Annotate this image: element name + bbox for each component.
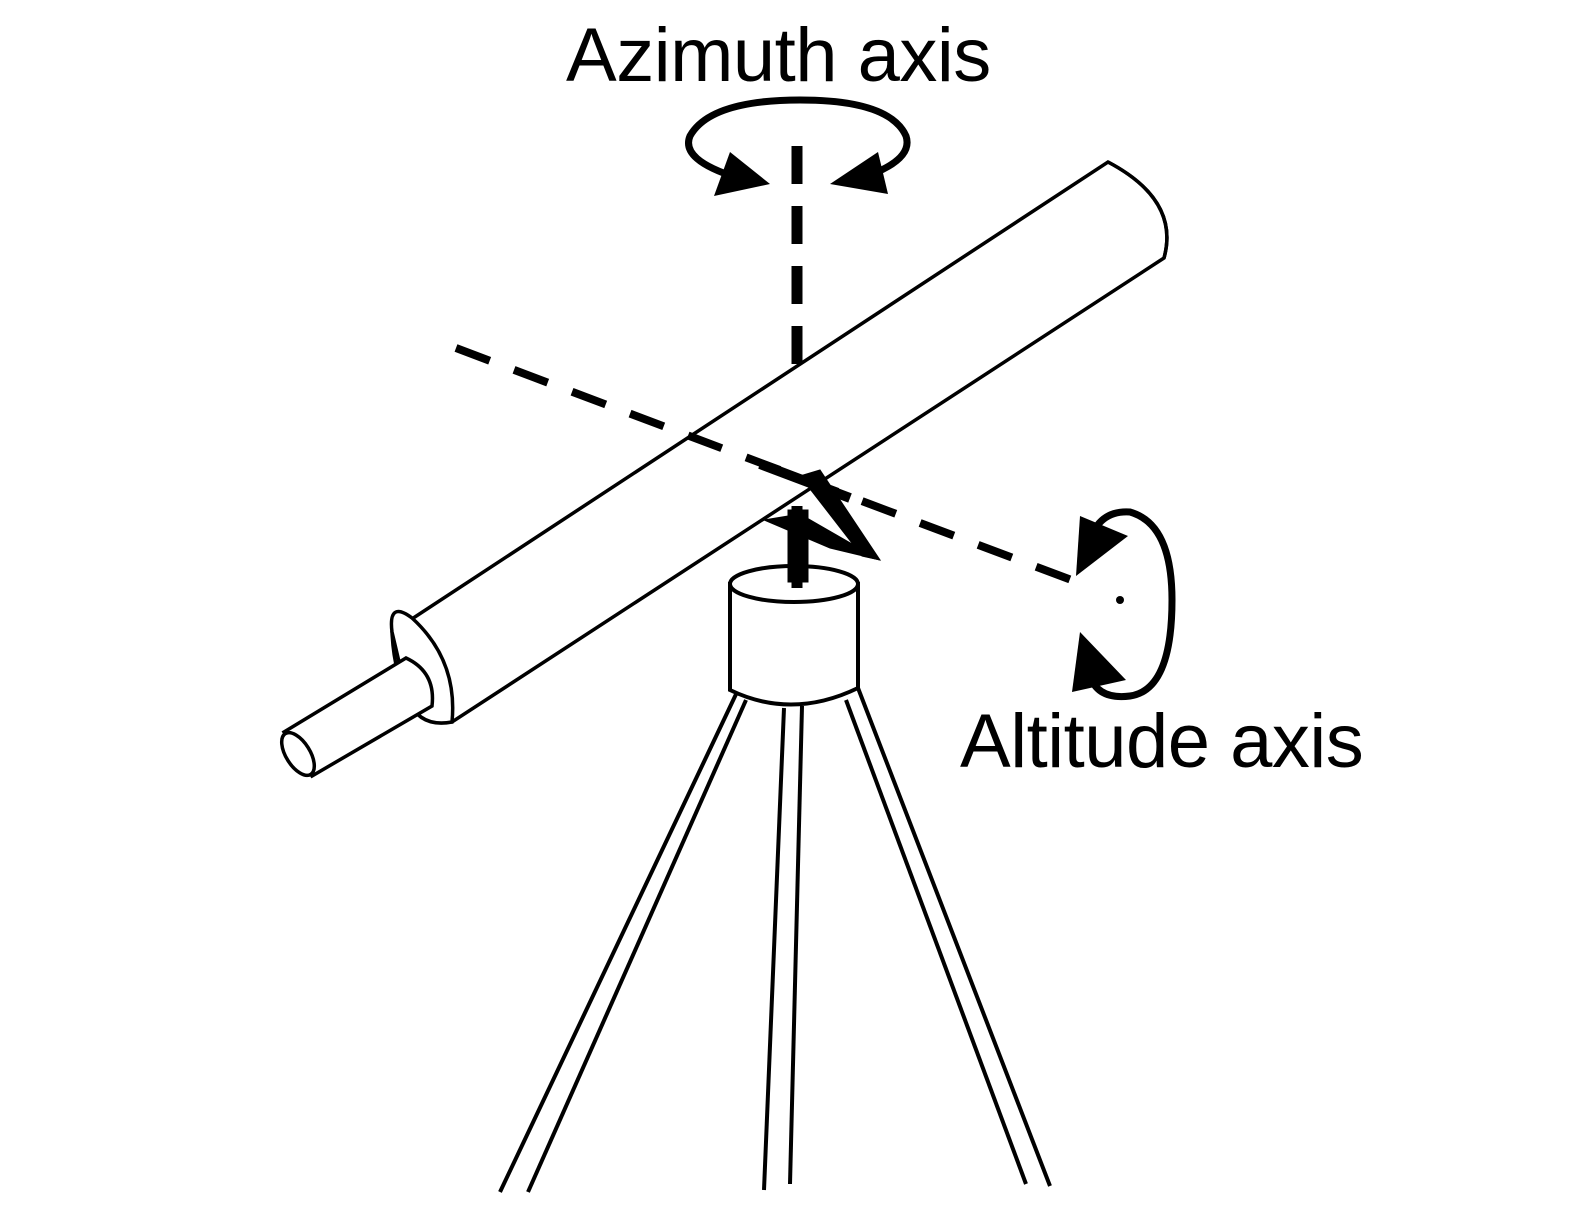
eyepiece [279,609,455,779]
tripod-legs [498,687,1052,1193]
azimuth-axis-label: Azimuth axis [566,13,991,98]
pivot-arrow-icon [758,459,882,583]
altitude-rotation-arrow-icon [1072,508,1176,701]
azimuth-rotation-arrow-icon [685,96,911,196]
altitude-axis-label: Altitude axis [960,699,1364,784]
